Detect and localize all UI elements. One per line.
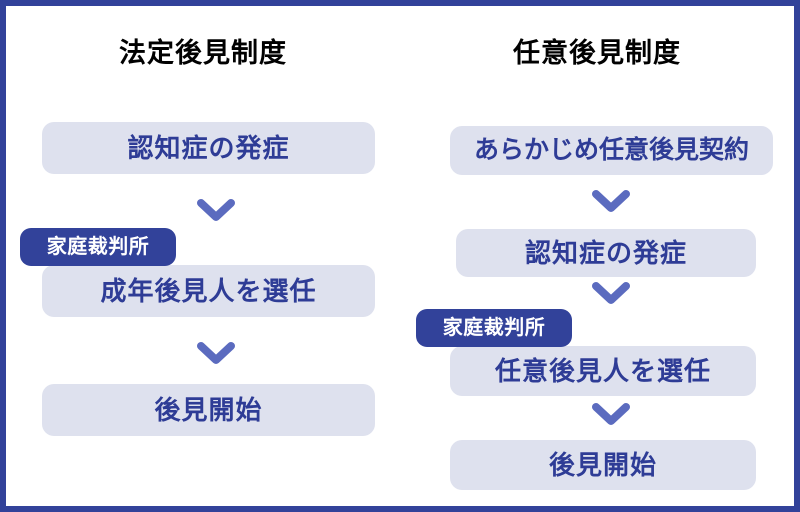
chevron-down-icon [197,199,235,223]
flow-step-voluntary-2: 認知症の発症 [456,229,756,277]
column-legal-guardianship: 法定後見制度 認知症の発症 家庭裁判所 成年後見人を選任 後見開始 [6,6,400,506]
flow-step-voluntary-3: 任意後見人を選任 [450,346,756,396]
badge-family-court-legal: 家庭裁判所 [20,228,176,266]
flow-step-legal-2: 成年後見人を選任 [42,265,375,317]
badge-family-court-voluntary: 家庭裁判所 [416,309,572,347]
column-title-voluntary: 任意後見制度 [513,38,681,68]
flow-step-legal-3: 後見開始 [42,384,375,436]
flow-step-voluntary-4: 後見開始 [450,440,756,490]
chevron-down-icon [592,403,630,427]
flow-step-voluntary-1: あらかじめ任意後見契約 [450,126,773,175]
flow-step-legal-1: 認知症の発症 [42,122,375,174]
column-title-legal: 法定後見制度 [119,38,287,68]
column-voluntary-guardianship: 任意後見制度 あらかじめ任意後見契約 認知症の発症 家庭裁判所 任意後見人を選任 [400,6,794,506]
chevron-down-icon [197,342,235,366]
chevron-down-icon [592,190,630,214]
chevron-down-icon [592,282,630,306]
